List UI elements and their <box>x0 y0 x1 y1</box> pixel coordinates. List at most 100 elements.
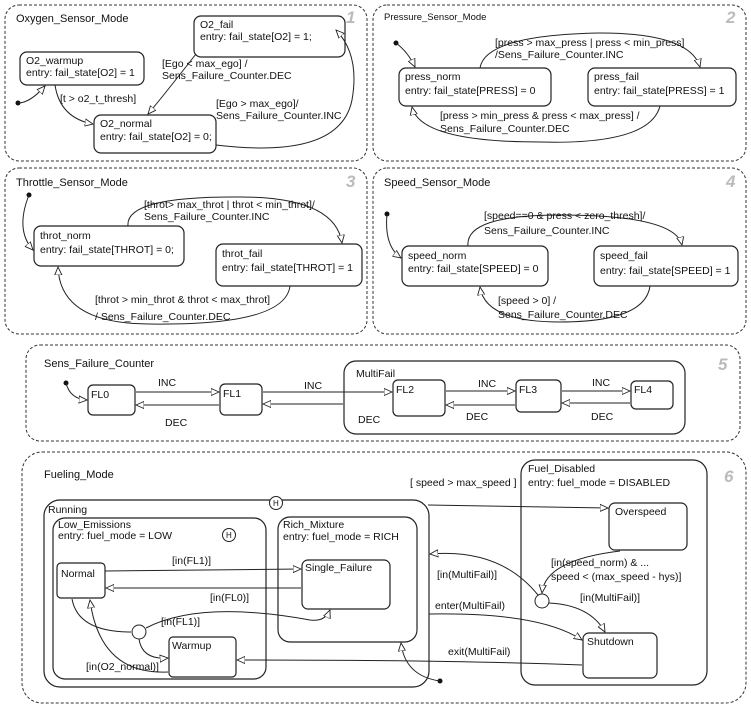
oxygen-sensor-panel: Oxygen_Sensor_Mode 1 O2_fail entry: fail… <box>4 4 368 162</box>
transition-label: Sens_Failure_Counter.INC <box>216 110 342 122</box>
state-entry: entry: fail_state[PRESS] = 1 <box>594 85 725 97</box>
panel-number: 1 <box>346 8 355 27</box>
fueling-mode-panel: Fueling_Mode 6 Running H Low_Emissions e… <box>21 451 747 704</box>
state-fl3[interactable] <box>515 379 562 413</box>
default-transition <box>17 86 45 104</box>
transition-fail-to-norm <box>412 105 661 143</box>
transition-label: [press > max_press | press < min_press] <box>495 37 685 49</box>
state-o2-normal[interactable] <box>93 114 217 154</box>
state-fl1[interactable] <box>219 383 263 416</box>
transition-label: /Sens_Failure_Counter.INC <box>495 49 624 61</box>
transition-label: INC <box>592 377 611 389</box>
transition-label: Sens_Failure_Counter.INC <box>144 211 270 223</box>
state-entry: entry: fail_state[THROT] = 1 <box>222 262 353 274</box>
state-single-failure[interactable] <box>301 559 391 610</box>
state-overspeed[interactable] <box>608 502 688 551</box>
transition-label: [in(O2_normal)] <box>86 661 159 673</box>
transition-label: [speed==0 & press < zero_thresh]/ <box>484 210 645 222</box>
state-entry: entry: fail_state[O2] = 1 <box>26 67 135 79</box>
connective-junction <box>534 593 550 609</box>
state-entry: entry: fail_state[SPEED] = 1 <box>600 265 731 277</box>
transition-label: Sens_Failure_Counter.DEC <box>498 309 628 321</box>
transition-label: DEC <box>466 411 489 423</box>
transition-fail-to-norm <box>480 286 651 323</box>
history-label: H <box>226 531 232 540</box>
state-name: FL1 <box>223 388 241 400</box>
history-junction-icon <box>222 528 236 542</box>
state-name: press_norm <box>405 71 461 83</box>
panel-title: Oxygen_Sensor_Mode <box>16 13 129 25</box>
state-name: Shutdown <box>587 636 634 648</box>
state-name: Low_Emissions <box>58 519 131 531</box>
default-transition <box>386 213 401 258</box>
transition-fail-to-normal <box>148 53 197 114</box>
transition-label: [in(MultiFail)] <box>437 569 497 581</box>
transition-norm-to-fail <box>127 196 342 243</box>
transition-label: DEC <box>591 411 614 423</box>
transition-label: [throt> max_throt | throt < min_throt]/ <box>144 199 315 211</box>
transition-norm-to-fail <box>479 32 700 69</box>
transition-junction-to-single-failure <box>145 610 330 629</box>
transition-label: [speed > 0] / <box>498 295 556 307</box>
state-entry: entry: fuel_mode = LOW <box>58 530 172 542</box>
state-o2-fail[interactable] <box>193 15 346 58</box>
transition-label: [in(FL0)] <box>210 592 249 604</box>
speed-sensor-panel: Speed_Sensor_Mode 4 speed_norm entry: fa… <box>372 167 747 335</box>
panel-number: 3 <box>346 172 356 191</box>
state-fl4[interactable] <box>630 380 674 410</box>
state-name: Fuel_Disabled <box>528 463 595 475</box>
transition-label: DEC <box>358 414 381 426</box>
panel-number: 5 <box>718 355 728 374</box>
transition-label: Sens_Failure_Counter.DEC <box>162 70 292 82</box>
state-normal[interactable] <box>56 562 106 599</box>
history-junction-icon <box>269 496 283 510</box>
panel-title: Pressure_Sensor_Mode <box>384 12 486 23</box>
state-name: Warmup <box>172 640 211 652</box>
transition-shutdown-to-warmup <box>237 660 583 666</box>
state-entry: entry: fail_state[THROT] = 0; <box>40 244 174 256</box>
state-entry: entry: fail_state[SPEED] = 0 <box>408 263 539 275</box>
state-o2-warmup[interactable] <box>19 51 145 86</box>
transition-label: speed < (max_speed - hys)] <box>551 571 682 583</box>
transition-label: INC <box>304 380 323 392</box>
panel-number: 4 <box>725 172 736 191</box>
state-name: throt_norm <box>40 230 91 242</box>
transition-running-to-shutdown <box>428 613 582 640</box>
transition-fail-to-norm <box>58 267 291 325</box>
state-name: speed_fail <box>600 250 648 262</box>
state-entry: entry: fuel_mode = DISABLED <box>528 477 671 489</box>
state-name: O2_normal <box>100 118 152 130</box>
state-name: FL4 <box>634 384 652 396</box>
state-speed-fail[interactable] <box>593 245 739 287</box>
state-throt-fail[interactable] <box>215 243 363 287</box>
state-name: Running <box>48 504 87 516</box>
transition-junction-to-shutdown <box>548 602 605 632</box>
state-name: press_fail <box>594 71 639 83</box>
panel-title: Sens_Failure_Counter <box>44 358 154 370</box>
state-fl2[interactable] <box>392 379 446 417</box>
transition-label: INC <box>478 378 497 390</box>
throttle-sensor-panel: Throttle_Sensor_Mode 3 throt_norm entry:… <box>4 167 368 335</box>
state-name: Overspeed <box>615 506 667 518</box>
panel-number: 6 <box>724 467 734 486</box>
state-speed-norm[interactable] <box>401 245 549 287</box>
transition-warmup-to-normal <box>54 84 93 124</box>
default-transition <box>395 42 415 67</box>
default-transition <box>65 382 87 400</box>
state-entry: entry: fail_state[PRESS] = 0 <box>405 85 536 97</box>
transition-normal-to-fail <box>215 30 355 149</box>
state-press-fail[interactable] <box>587 67 737 107</box>
state-name: FL3 <box>519 384 537 396</box>
panel-number: 2 <box>725 8 736 27</box>
default-transition <box>22 194 33 250</box>
state-shutdown[interactable] <box>582 632 658 679</box>
transition-normal-to-junction <box>71 598 132 633</box>
transition-label: [press > min_press & press < max_press] … <box>440 110 640 122</box>
state-name: speed_norm <box>408 250 467 262</box>
transition-label: [t > o2_t_thresh] <box>60 93 136 105</box>
transition-label: INC <box>158 377 177 389</box>
state-press-norm[interactable] <box>398 67 552 107</box>
state-throt-norm[interactable] <box>33 225 185 267</box>
state-entry: entry: fail_state[O2] = 0; <box>100 131 212 143</box>
